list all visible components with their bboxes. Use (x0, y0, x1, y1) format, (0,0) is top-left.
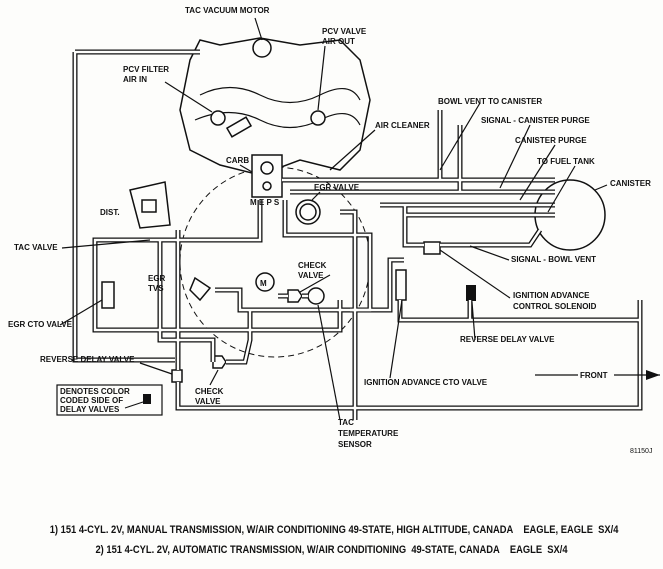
label-front: FRONT (580, 371, 608, 380)
caption-2: 2) 151 4-CYL. 2V, AUTOMATIC TRANSMISSION… (95, 544, 568, 556)
caption-1: 1) 151 4-CYL. 2V, MANUAL TRANSMISSION, W… (49, 524, 619, 536)
reverse-delay-valve-left (171, 369, 183, 383)
distributor-cap (141, 199, 157, 213)
legend-text-1: DENOTES COLOR (60, 387, 130, 396)
front-label-bg (578, 368, 614, 380)
egr-tvs (189, 276, 212, 302)
pcv-valve (310, 110, 326, 126)
label-check-valve-upper: CHECK (298, 261, 327, 270)
ignition-advance-control-solenoid (423, 241, 441, 255)
check-valve-upper (287, 289, 303, 303)
egr-cto-valve (101, 281, 115, 309)
pcv-filter-hose (225, 116, 253, 138)
label-carb-ports: M E P S (250, 198, 280, 207)
label-reverse-delay-valve-left: REVERSE DELAY VALVE (40, 355, 135, 364)
label-egr: EGR (148, 274, 166, 283)
label-sensor: SENSOR (338, 440, 372, 449)
label-signal-bowl-vent: SIGNAL - BOWL VENT (511, 255, 596, 264)
label-check-valve-upper-2: VALVE (298, 271, 324, 280)
label-egr-valve: EGR VALVE (314, 183, 360, 192)
label-ignition-advance-cto-valve: IGNITION ADVANCE CTO VALVE (364, 378, 488, 387)
leader-lines (59, 17, 608, 421)
label-ignition-advance: IGNITION ADVANCE (513, 291, 590, 300)
tac-temperature-sensor (307, 287, 325, 305)
label-tac-valve: TAC VALVE (14, 243, 58, 252)
label-pcv-valve: PCV VALVE (322, 27, 367, 36)
label-tac-vacuum-motor: TAC VACUUM MOTOR (185, 6, 270, 15)
carb-port (262, 181, 272, 191)
label-signal-canister-purge: SIGNAL - CANISTER PURGE (481, 116, 590, 125)
carb-port (260, 161, 274, 175)
label-check-valve-lower-2: VALVE (195, 397, 221, 406)
label-check-valve-lower: CHECK (195, 387, 224, 396)
legend-text-3: DELAY VALVES (60, 405, 120, 414)
label-pcv-filter: PCV FILTER (123, 65, 169, 74)
check-valve-lower (212, 355, 227, 369)
label-control-solenoid: CONTROL SOLENOID (513, 302, 597, 311)
label-reverse-delay-valve-right: REVERSE DELAY VALVE (460, 335, 555, 344)
egr-valve-inner (299, 203, 317, 221)
cover-ridge (199, 86, 361, 104)
pcv-filter (210, 110, 226, 126)
label-air-cleaner: AIR CLEANER (375, 121, 430, 130)
motor (255, 272, 275, 292)
label-tvs: TVS (148, 284, 164, 293)
delay-valve-legend-icon (143, 394, 151, 404)
label-to-fuel-tank: TO FUEL TANK (537, 157, 595, 166)
label-canister-purge: CANISTER PURGE (515, 136, 587, 145)
label-pcv-air-in: AIR IN (123, 75, 147, 84)
legend-text-2: CODED SIDE OF (60, 396, 123, 405)
motor-letter: M (260, 279, 267, 288)
label-temperature: TEMPERATURE (338, 429, 399, 438)
label-carb: CARB (226, 156, 249, 165)
label-dist: DIST. (100, 208, 120, 217)
tac-vacuum-motor (252, 38, 272, 58)
ignition-advance-cto-valve (395, 269, 407, 301)
legend-arrow (124, 401, 144, 409)
vacuum-hoses (72, 49, 643, 420)
figure-id: 81150J (630, 448, 652, 455)
label-pcv-air-out: AIR OUT (322, 37, 355, 46)
label-tac: TAC (338, 418, 354, 427)
label-bowl-vent-to-canister: BOWL VENT TO CANISTER (438, 97, 542, 106)
label-canister: CANISTER (610, 179, 651, 188)
cover-ridge (194, 111, 361, 129)
label-egr-cto-valve: EGR CTO VALVE (8, 320, 73, 329)
reverse-delay-valve-right (466, 285, 476, 301)
